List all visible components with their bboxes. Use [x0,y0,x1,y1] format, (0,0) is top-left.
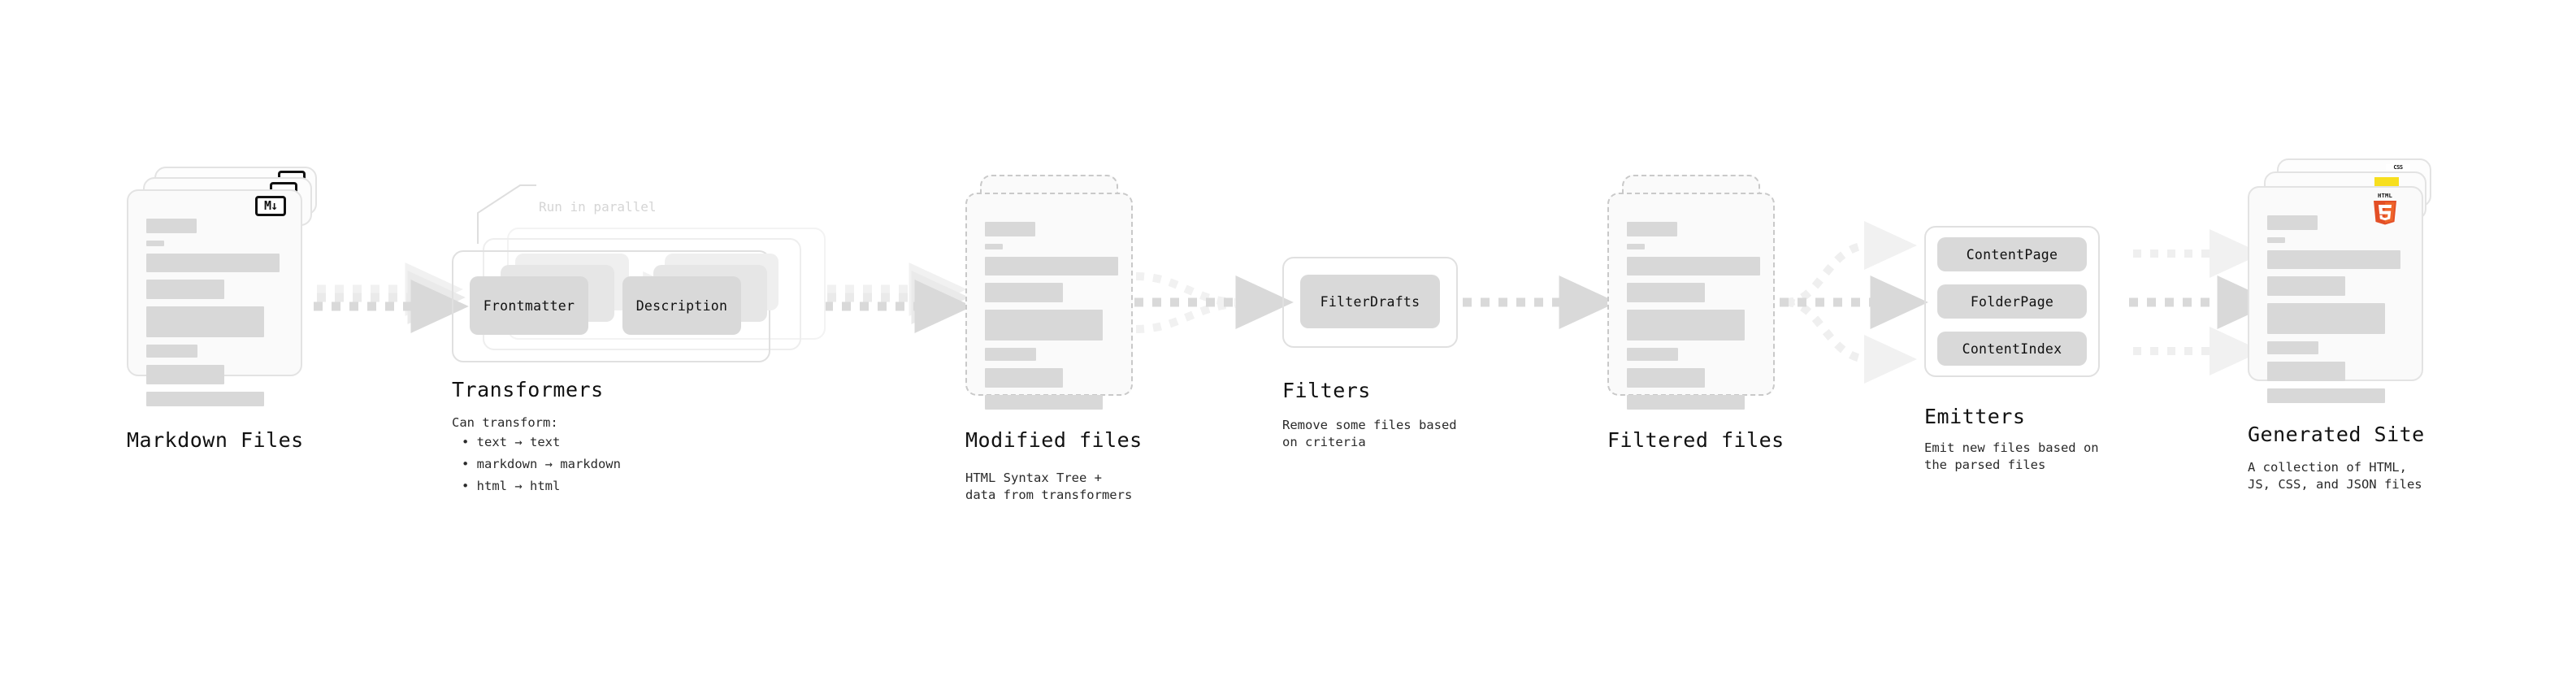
content-bar [985,283,1063,302]
content-bar [985,395,1103,410]
filters-subtitle: Remove some files based on criteria [1282,418,1457,449]
transformers-pill-description[interactable]: Description [622,276,741,335]
content-bar [985,348,1036,361]
content-bar [146,392,264,406]
modified-card-content [967,194,1131,417]
filters-pill-filterdrafts-label: FilterDrafts [1320,293,1420,310]
content-bar [2267,215,2318,230]
content-bar [1627,348,1678,361]
transformers-pill-frontmatter[interactable]: Frontmatter [470,276,588,335]
stage-generated-site: CSS HTML [2248,158,2451,435]
content-bar [2267,237,2285,243]
content-bar [2267,250,2400,269]
content-bar [985,257,1118,275]
modified-files-subtitle: HTML Syntax Tree + data from transformer… [965,471,1133,502]
content-bar [985,368,1063,388]
markdown-files-title: Markdown Files [127,428,304,452]
markdown-card-content [128,191,301,414]
stage-filtered-files [1607,175,1794,435]
content-bar [2267,276,2345,296]
transformers-title: Transformers [452,378,604,401]
arrow-emitters-to-site [2129,229,2275,375]
html5-badge: HTML [2371,191,2399,225]
content-bar [146,254,280,272]
content-bar [146,306,264,337]
transformers-pill-frontmatter-label: Frontmatter [483,297,575,314]
modified-card-front [965,193,1133,410]
content-bar [1627,310,1745,340]
content-bar [1627,257,1760,275]
content-bar [146,345,197,358]
content-bar [985,222,1035,236]
content-bar [2267,303,2385,334]
content-bar [1627,395,1745,410]
emitters-title: Emitters [1924,405,2026,428]
filtered-files-title: Filtered files [1607,428,1785,452]
transformers-bullet-2: • html → html [462,479,561,493]
stage-emitters: ContentPage FolderPage ContentIndex [1924,226,2100,377]
generated-site-subtitle: A collection of HTML, JS, CSS, and JSON … [2248,460,2422,492]
arrow-markdown-to-transformers [314,262,469,333]
transformers-subtitle: Can transform: [452,415,558,430]
content-bar [146,219,197,233]
emitters-pill-contentindex-label: ContentIndex [1962,340,2062,357]
content-bar [2267,388,2385,403]
css-badge-label: CSS [2393,164,2403,171]
content-bar [985,244,1003,249]
content-bar [1627,244,1645,249]
content-bar [985,310,1103,340]
filters-title: Filters [1282,379,1371,402]
modified-files-title: Modified files [965,428,1143,452]
emitters-subtitle: Emit new files based on the parsed files [1924,440,2099,472]
filtered-card-front [1607,193,1775,410]
emitters-pill-folderpage[interactable]: FolderPage [1937,284,2087,319]
content-bar [146,241,164,246]
markdown-card-front [127,189,302,406]
html5-badge-svg: HTML [2374,192,2396,225]
content-bar [1627,222,1677,236]
stage-filters: FilterDrafts [1282,257,1458,348]
generated-site-title: Generated Site [2248,423,2425,446]
site-card-front [2248,186,2423,403]
html5-badge-wordmark: HTML [2378,192,2393,199]
content-bar [2267,362,2345,381]
emitters-box [1924,226,2100,377]
emitters-pill-contentindex[interactable]: ContentIndex [1937,332,2087,366]
stage-transformers: Frontmatter Description [452,203,834,366]
transformers-bullet-1: • markdown → markdown [462,457,621,471]
content-bar [1627,283,1705,302]
arrow-transformers-to-modified [824,262,973,333]
content-bar [1627,368,1705,388]
filters-pill-filterdrafts[interactable]: FilterDrafts [1300,275,1440,328]
transformers-pill-description-label: Description [635,297,728,314]
transformers-bullet-0: • text → text [462,435,561,449]
content-bar [146,365,224,384]
emitters-pill-contentpage-label: ContentPage [1966,246,2058,262]
emitters-pill-contentpage[interactable]: ContentPage [1937,237,2087,271]
content-bar [2267,341,2318,354]
filters-box [1282,257,1458,348]
markdown-badge-label: M↓ [263,198,278,213]
content-bar [146,280,224,299]
stage-markdown-files: M↓ [127,167,322,427]
stage-modified-files [965,175,1152,435]
site-card-content [2249,188,2422,410]
filtered-card-content [1609,194,1773,417]
run-in-parallel-hint: Run in parallel [539,199,657,215]
markdown-badge: M↓ [255,196,286,216]
emitters-pill-folderpage-label: FolderPage [1970,293,2054,310]
